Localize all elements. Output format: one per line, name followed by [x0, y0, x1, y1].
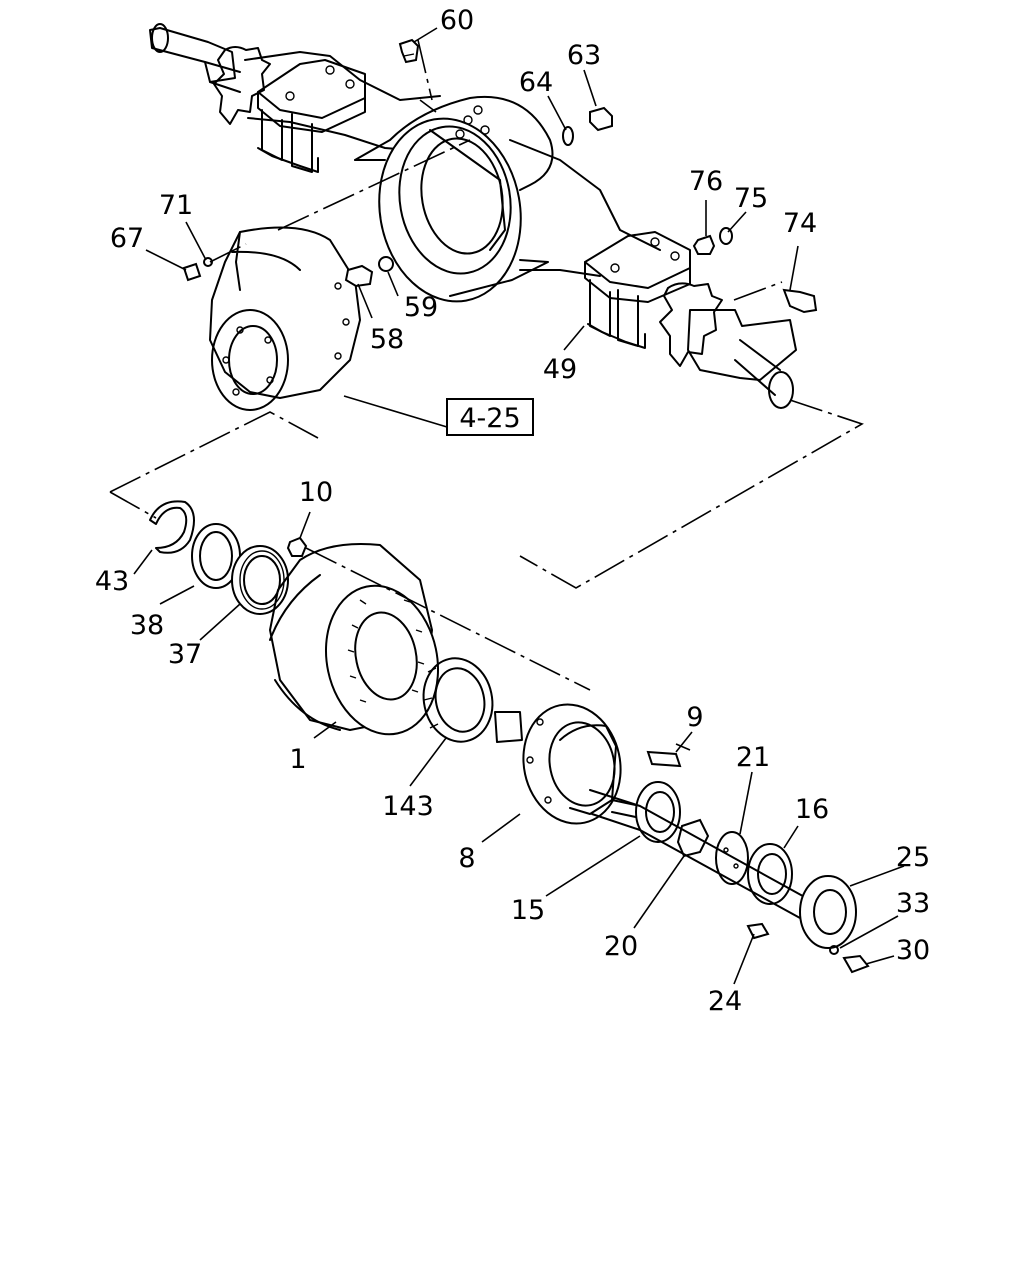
callout-58: 58: [370, 324, 404, 355]
part-38-seal: [191, 523, 241, 589]
part-37-bearing: [231, 545, 289, 615]
part-143-tone-ring: [422, 657, 494, 743]
part-60-bolt: [398, 38, 420, 64]
callout-75: 75: [734, 183, 768, 214]
part-58-plug: [344, 264, 374, 288]
part-15-bearing: [611, 781, 681, 843]
callout-25: 25: [896, 842, 930, 873]
callout-16: 16: [795, 794, 829, 825]
callout-15: 15: [511, 895, 545, 926]
callout-37: 37: [168, 639, 202, 670]
part-8-hub: [494, 703, 622, 825]
callout-63: 63: [567, 40, 601, 71]
callout-8: 8: [458, 843, 475, 874]
callout-38: 38: [130, 610, 164, 641]
part-74-bolt: [782, 288, 818, 314]
callout-143: 143: [382, 791, 434, 822]
centerlines: [109, 39, 864, 751]
callout-74: 74: [783, 208, 817, 239]
callout-60: 60: [440, 5, 474, 36]
reference-box: [446, 398, 534, 436]
callout-21: 21: [736, 742, 770, 773]
part-33-washer: [829, 945, 839, 955]
callout-76: 76: [689, 166, 723, 197]
part-75-washer: [719, 227, 733, 245]
part-63-nut: [589, 106, 613, 132]
axle-housing: [149, 23, 797, 409]
callout-64: 64: [519, 67, 553, 98]
callout-30: 30: [896, 935, 930, 966]
reference-label: 4-25: [459, 403, 520, 434]
part-71-washer: [203, 257, 213, 267]
callout-1: 1: [289, 744, 306, 775]
part-1-brake-drum: [269, 543, 440, 736]
callout-10: 10: [299, 477, 333, 508]
part-25-axle-shaft: [589, 789, 857, 949]
callout-59: 59: [404, 292, 438, 323]
part-43-snap-ring: [149, 500, 195, 554]
differential-carrier: [209, 226, 361, 411]
part-30-bolt: [842, 954, 870, 974]
callout-67: 67: [110, 223, 144, 254]
part-67-bolt: [182, 262, 202, 282]
callout-20: 20: [604, 931, 638, 962]
part-10-nut: [286, 536, 308, 557]
callout-33: 33: [896, 888, 930, 919]
callout-43: 43: [95, 566, 129, 597]
callout-labels: 60 63 64 76 75 74 71 67 59 58 49 10 43 3…: [95, 5, 930, 1017]
part-20-lock-washer: [676, 818, 710, 858]
callout-24: 24: [708, 986, 742, 1017]
part-9-stud: [646, 750, 682, 768]
callout-49: 49: [543, 354, 577, 385]
part-16-lock-nut: [747, 843, 793, 905]
part-59-gasket: [378, 256, 394, 272]
part-24-screw: [746, 922, 770, 940]
part-64-washer: [562, 126, 574, 146]
callout-9: 9: [686, 702, 703, 733]
leader-lines: [133, 27, 905, 985]
callout-71: 71: [159, 190, 193, 221]
part-76-nut: [692, 234, 716, 255]
